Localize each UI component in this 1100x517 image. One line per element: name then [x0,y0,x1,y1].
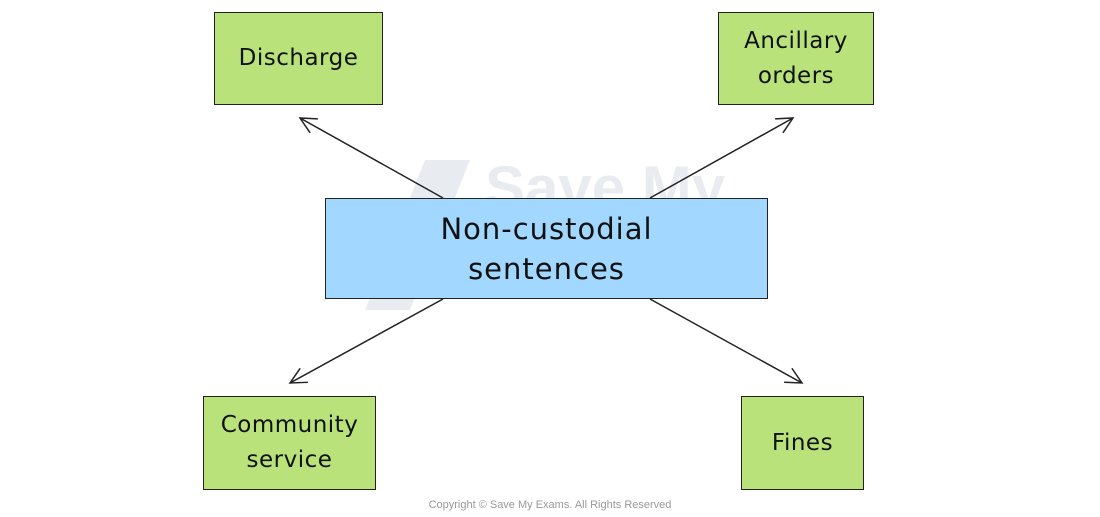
arrow-to-fines [649,298,804,384]
node-discharge-label: Discharge [238,45,359,71]
node-community-service-label: Community service [220,412,359,473]
node-fines-label: Fines [771,429,834,456]
arrow-to-discharge [298,117,444,199]
node-community-service: Community service [203,396,376,490]
node-discharge: Discharge [214,12,383,105]
node-ancillary-orders-label: Ancillary orders [744,27,848,89]
arrow-to-community [288,298,444,384]
node-non-custodial-sentences: Non-custodial sentences [325,198,768,299]
node-fines: Fines [741,396,864,490]
node-ancillary-orders: Ancillary orders [718,12,874,105]
node-center-label: Non-custodial sentences [440,211,653,286]
arrow-to-ancillary [649,117,795,199]
copyright-notice: Copyright © Save My Exams. All Rights Re… [428,499,672,511]
